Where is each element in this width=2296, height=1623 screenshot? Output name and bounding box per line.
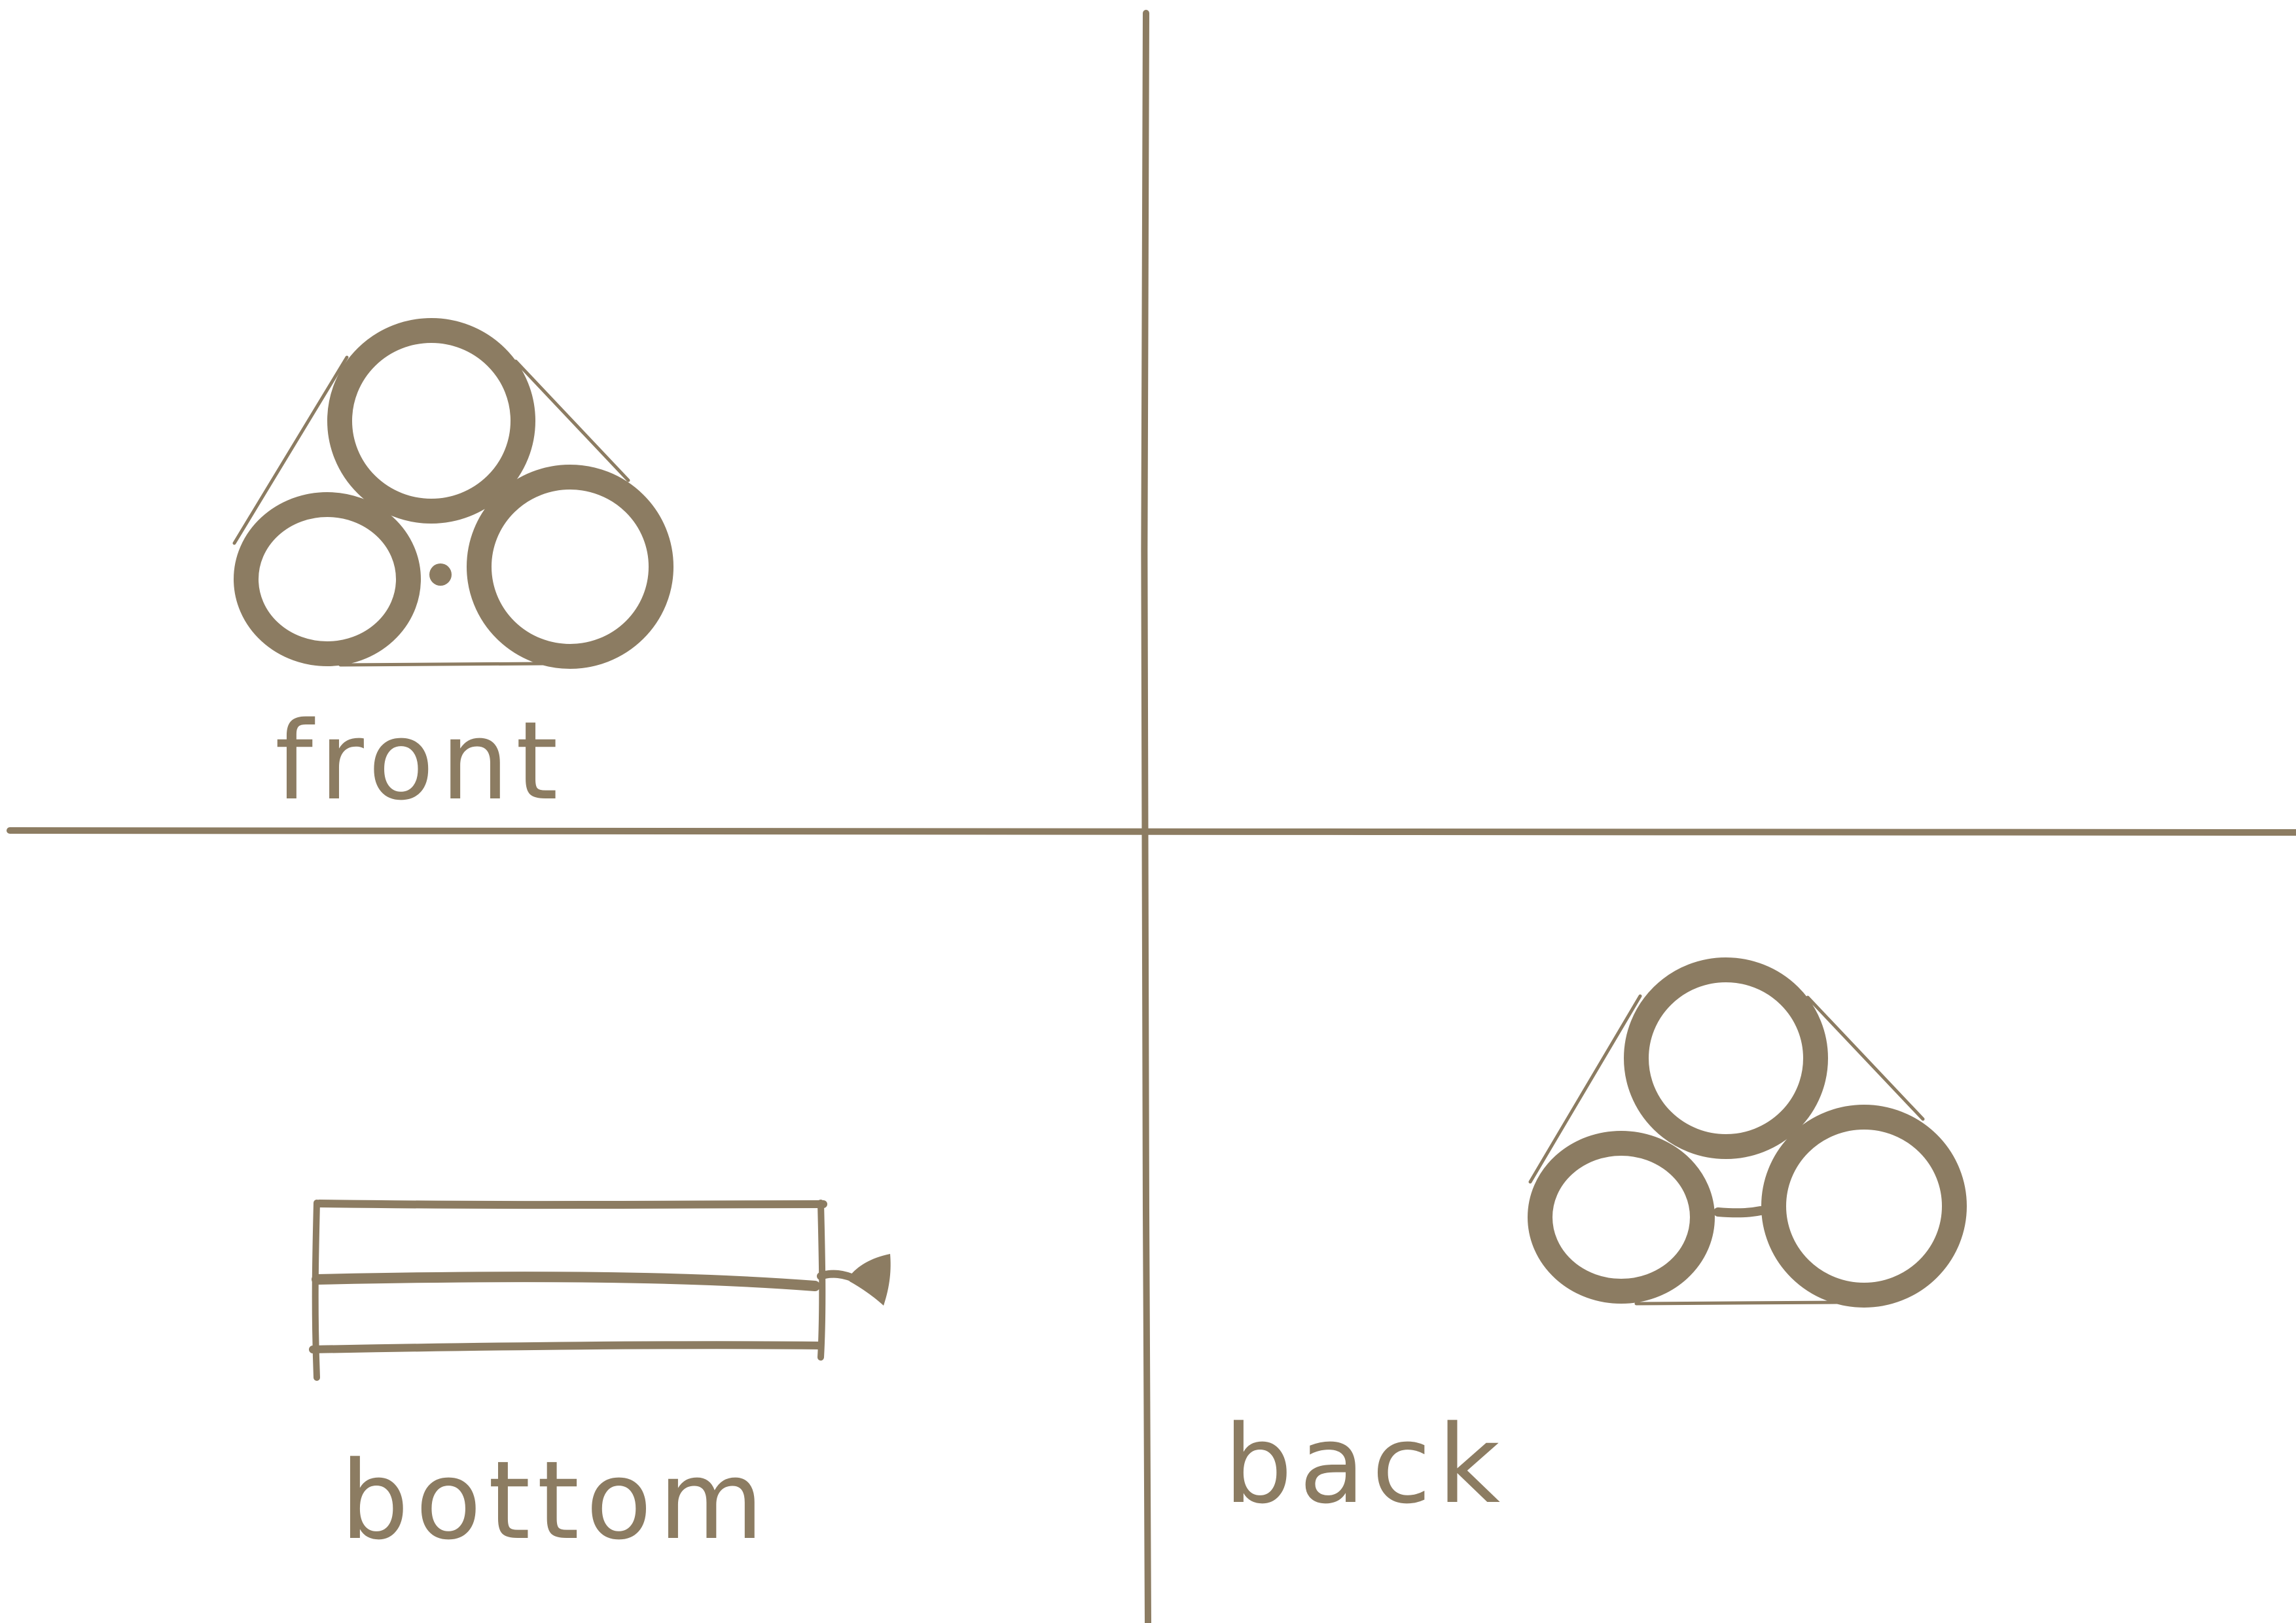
view-labels: front bottom back	[275, 698, 1507, 1563]
bottom-rect-top-edge	[315, 1200, 827, 1209]
front-tangent-line-right	[514, 359, 630, 482]
back-label: back	[1224, 1402, 1507, 1527]
quadrant-dividers	[7, 10, 2296, 1623]
front-view	[232, 318, 673, 669]
bottom-view	[309, 1200, 891, 1381]
front-tangent-line-left	[232, 355, 349, 545]
back-view	[1528, 957, 1967, 1308]
front-center-dot	[429, 563, 452, 586]
bottom-pointed-tip	[850, 1254, 891, 1306]
front-circle-bottom-left	[234, 492, 421, 666]
back-center-bar	[1713, 1206, 1765, 1218]
bottom-rect-left-edge	[312, 1200, 320, 1381]
back-tangent-line-right	[1806, 995, 1925, 1121]
front-circle-bottom-right	[467, 465, 673, 669]
front-tangent-line-bottom	[338, 662, 545, 667]
bottom-rect-bottom-edge	[309, 1341, 823, 1353]
vertical-divider-line	[1141, 10, 1151, 1623]
horizontal-divider-line	[7, 827, 2296, 836]
back-tangent-line-left	[1528, 994, 1642, 1184]
back-tangent-line-bottom	[1634, 1300, 1841, 1306]
bottom-label: bottom	[340, 1438, 770, 1563]
bottom-rect-middle-line	[312, 1272, 820, 1291]
back-circle-bottom-right	[1761, 1105, 1967, 1308]
back-circle-bottom-left	[1528, 1131, 1715, 1304]
front-label: front	[275, 698, 565, 824]
back-circle-top	[1624, 957, 1828, 1159]
bottom-rect-right-edge	[817, 1200, 826, 1361]
front-circle-top	[327, 318, 535, 524]
